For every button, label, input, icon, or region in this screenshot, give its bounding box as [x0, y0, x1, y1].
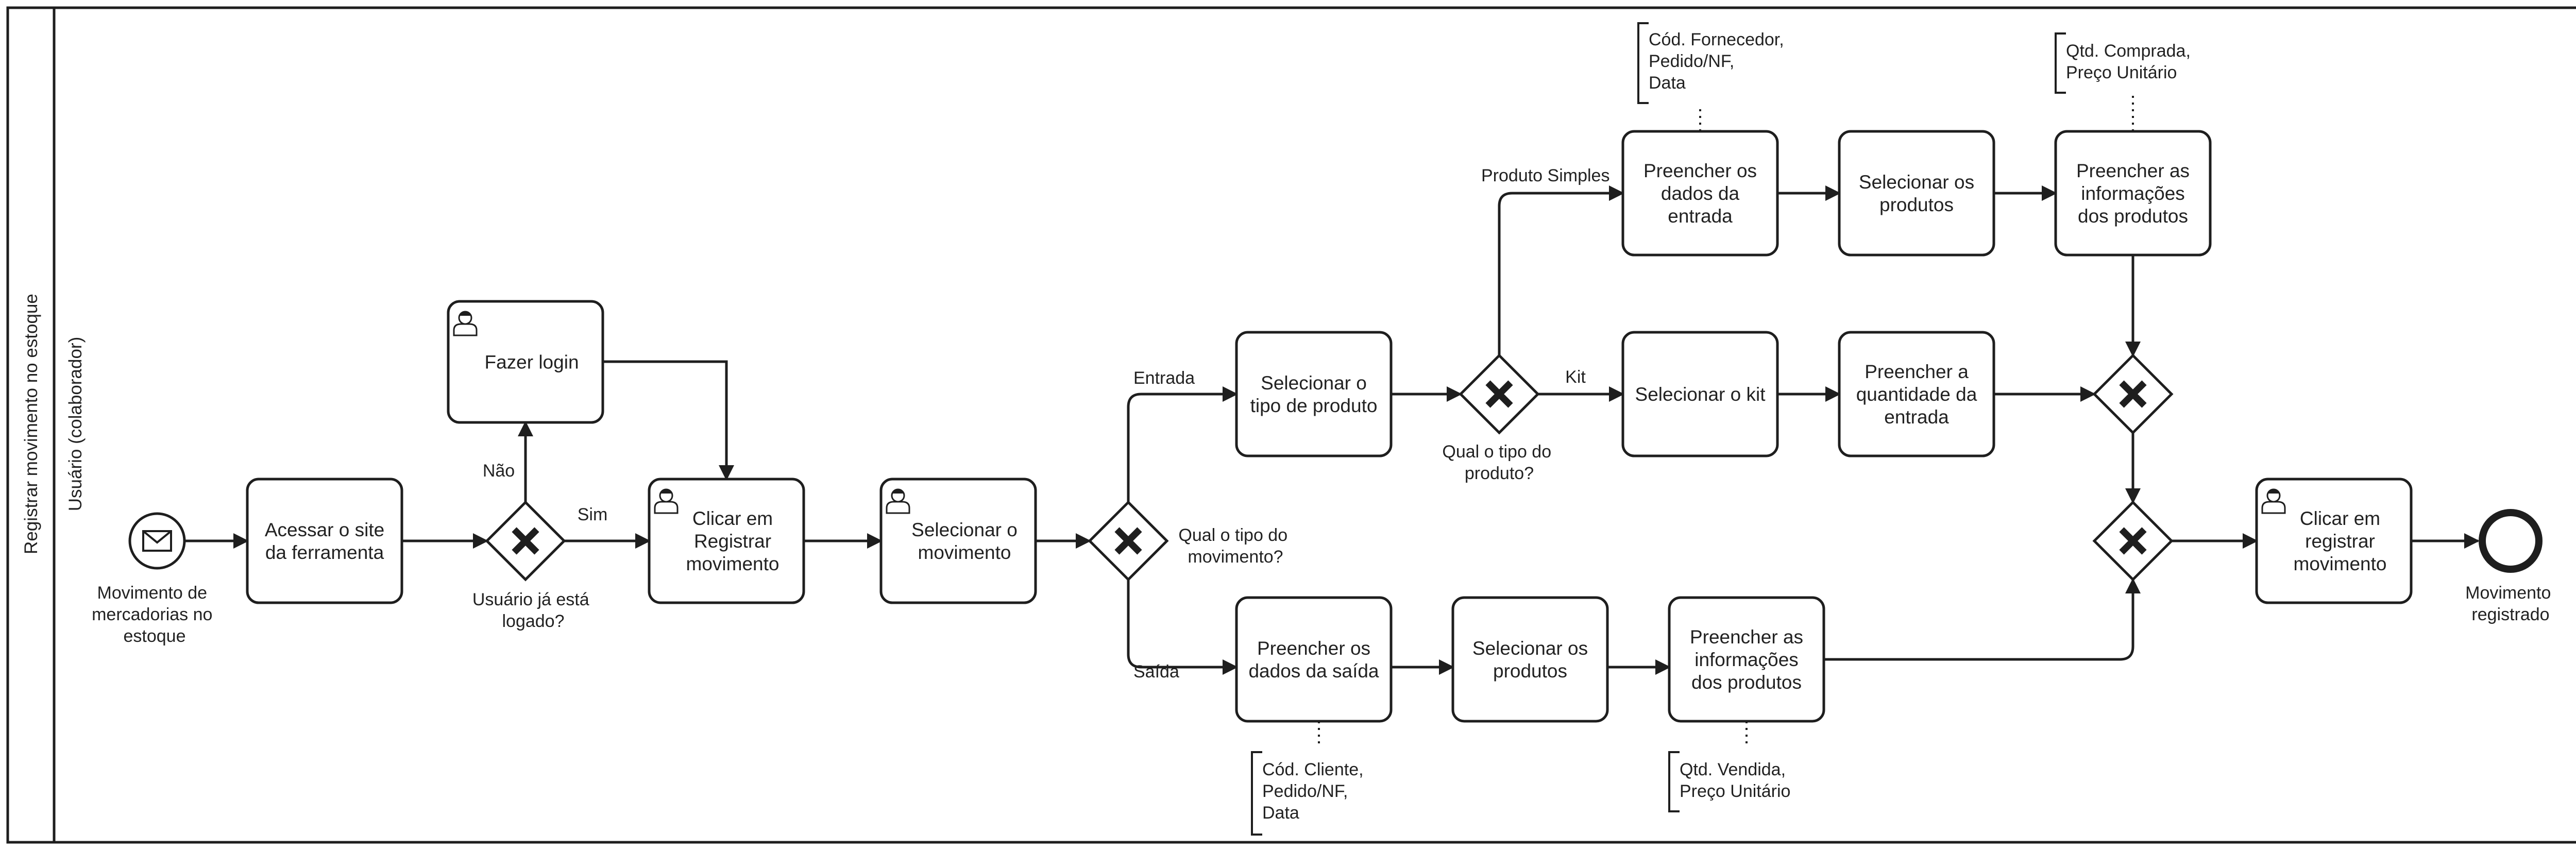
- task-box: [1838, 130, 1995, 257]
- task-box: [2255, 478, 2413, 604]
- task-box: [1621, 331, 1779, 457]
- user-icon: [2261, 488, 2286, 514]
- sequence-flows: [185, 185, 2480, 675]
- svg-text:Cód. Cliente, Pedido/NF,: Cód. Cliente, Pedido/NF, Data: [1262, 760, 1368, 823]
- gateway-merge-final: [2092, 500, 2174, 582]
- end-event-circle: [2479, 509, 2543, 573]
- flow-label-saida: Saída: [1133, 662, 1179, 682]
- gateway-label-logado: Usuário já está logado?: [472, 590, 594, 631]
- user-icon: [654, 488, 679, 514]
- task-box: [648, 478, 805, 604]
- flow-saida-info-to-merge-final: [1824, 578, 2141, 661]
- user-icon: [886, 488, 910, 514]
- gateway-logado: [485, 500, 566, 582]
- gateway-tipo-movimento: [1088, 500, 1169, 582]
- svg-text:Qtd. Vendida, Preço Unit: Qtd. Vendida, Preço Unitário: [1680, 760, 1791, 801]
- exclusive-x-icon: [1114, 527, 1142, 555]
- task-box: [1235, 596, 1393, 723]
- start-event: Movimento de mercadorias no estoque: [92, 512, 217, 646]
- exclusive-x-icon: [2119, 527, 2147, 555]
- annotation-cliente: Cód. Cliente, Pedido/NF, Data: [1251, 721, 1368, 836]
- task-box: [246, 478, 403, 604]
- lane-label: Usuário (colaborador): [65, 337, 86, 511]
- task-label: Selecionar o kit: [1635, 384, 1766, 405]
- envelope-icon: [142, 530, 172, 552]
- task-box: [447, 300, 604, 424]
- exclusive-x-icon: [2119, 380, 2147, 408]
- end-event-label: Movimento registrado: [2465, 583, 2556, 624]
- exclusive-x-icon: [1485, 380, 1513, 408]
- end-event: Movimento registrado: [2465, 509, 2556, 624]
- task-box: [1838, 331, 1995, 457]
- flow-login-to-clicar: [603, 360, 734, 481]
- flow-entrada: [1127, 386, 1238, 502]
- annotation-vendida: Qtd. Vendida, Preço Unitário: [1668, 721, 1791, 812]
- gateways: [485, 353, 2174, 582]
- start-event-label: Movimento de mercadorias no estoque: [92, 583, 217, 646]
- task-box: [879, 478, 1037, 604]
- flow-label-entrada: Entrada: [1133, 368, 1195, 388]
- svg-text:Qtd. Comprada, Preço Uni: Qtd. Comprada, Preço Unitário: [2066, 41, 2195, 82]
- gateway-merge-entrada: [2092, 353, 2174, 435]
- task-label: Fazer login: [484, 352, 579, 373]
- gateway-label-tipo-movimento: Qual o tipo do movimento?: [1178, 525, 1292, 567]
- gateway-tipo-produto: [1459, 353, 1540, 435]
- flow-label-kit: Kit: [1565, 367, 1586, 387]
- exclusive-x-icon: [512, 527, 539, 555]
- task-box: [1235, 331, 1393, 457]
- task-box: [1451, 596, 1609, 723]
- annotation-comprada: Qtd. Comprada, Preço Unitário: [2055, 32, 2195, 131]
- annotation-fornecedor: Cód. Fornecedor, Pedido/NF, Data: [1637, 22, 1789, 131]
- pool-frame: [6, 6, 2576, 844]
- svg-text:Cód. Fornecedor, Pedido/: Cód. Fornecedor, Pedido/NF, Data: [1649, 30, 1789, 93]
- pool-label: Registrar movimento no estoque: [21, 294, 41, 554]
- task-login[interactable]: Fazer login: [447, 300, 604, 424]
- flow-label-sim: Sim: [578, 505, 608, 524]
- user-icon: [453, 311, 478, 336]
- flow-produto-simples: [1498, 185, 1624, 355]
- flow-saida: [1127, 580, 1238, 675]
- flow-label-nao: Não: [483, 461, 515, 481]
- gateway-label-tipo-produto: Qual o tipo do produto?: [1442, 442, 1556, 483]
- flow-label-produto-simples: Produto Simples: [1481, 166, 1609, 185]
- task-selecionar-kit[interactable]: Selecionar o kit: [1621, 331, 1779, 457]
